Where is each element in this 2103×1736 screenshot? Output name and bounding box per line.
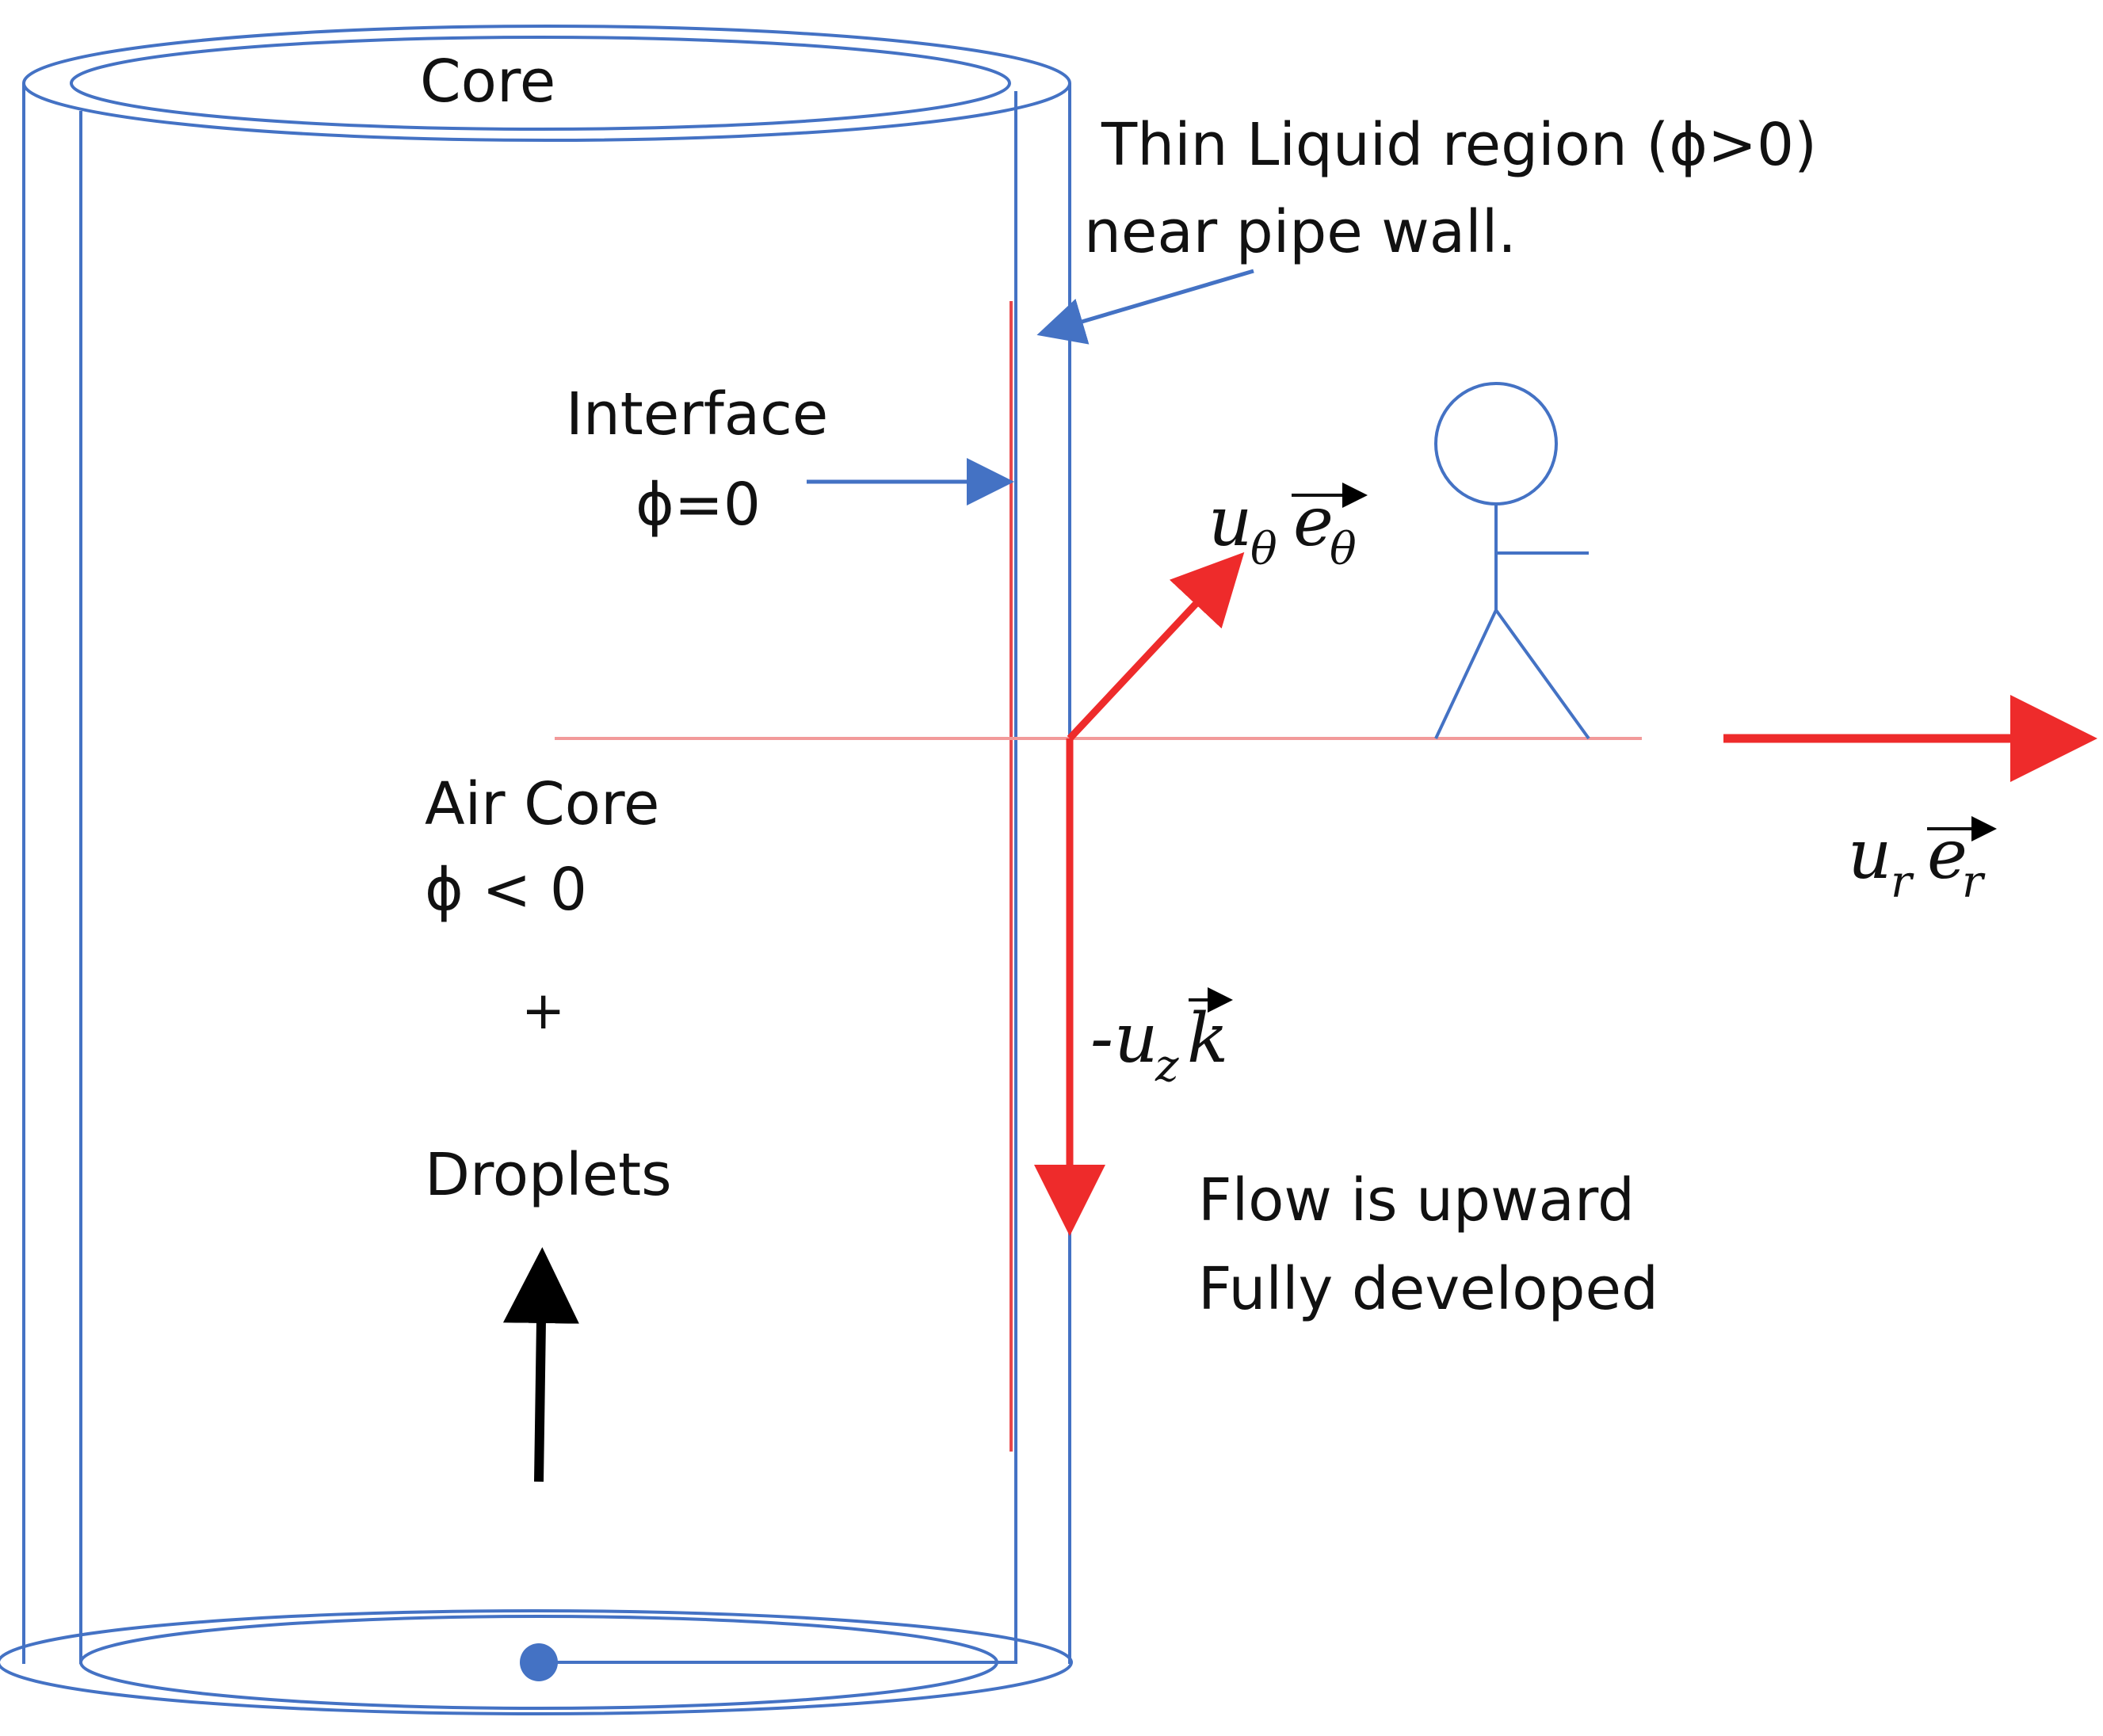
pipe-top-inner-ellipse xyxy=(70,36,1011,131)
svg-text:k: k xyxy=(1187,999,1228,1078)
svg-text:u: u xyxy=(1848,815,1891,895)
r-velocity-label: u r e r xyxy=(1848,815,1997,908)
plus-label: + xyxy=(521,980,565,1041)
svg-text:-: - xyxy=(1090,999,1113,1078)
svg-text:θ: θ xyxy=(1250,524,1277,575)
flow-label-line1: Flow is upward xyxy=(1198,1166,1635,1234)
svg-text:r: r xyxy=(1891,857,1914,908)
stick-figure-icon xyxy=(1434,382,1590,740)
svg-text:r: r xyxy=(1962,857,1986,908)
z-velocity-label: - u z k xyxy=(1090,987,1233,1092)
flow-direction-arrow xyxy=(502,1247,579,1482)
theta-velocity-label: u θ e θ xyxy=(1208,483,1368,575)
air-core-label-line2: ϕ < 0 xyxy=(425,856,587,924)
thin-liquid-label-line2: near pipe wall. xyxy=(1084,198,1517,266)
svg-text:z: z xyxy=(1155,1040,1179,1092)
droplets-label: Droplets xyxy=(425,1141,672,1209)
svg-text:θ: θ xyxy=(1330,524,1357,575)
svg-text:u: u xyxy=(1208,483,1252,562)
air-core-label-line1: Air Core xyxy=(425,770,659,838)
interface-label-line1: Interface xyxy=(566,380,828,448)
flow-label-line2: Fully developed xyxy=(1198,1255,1658,1323)
theta-velocity-arrow xyxy=(1067,551,1245,742)
core-label: Core xyxy=(420,48,555,116)
svg-text:u: u xyxy=(1114,999,1158,1078)
thin-liquid-label-line1: Thin Liquid region (ϕ>0) xyxy=(1101,111,1817,179)
pipe-center-dot xyxy=(520,1643,558,1681)
thin-liquid-pointer-arrow xyxy=(1036,269,1254,345)
interface-label-line2: ϕ=0 xyxy=(635,471,761,539)
pipe-bottom-outer-ellipse xyxy=(0,1609,1073,1715)
